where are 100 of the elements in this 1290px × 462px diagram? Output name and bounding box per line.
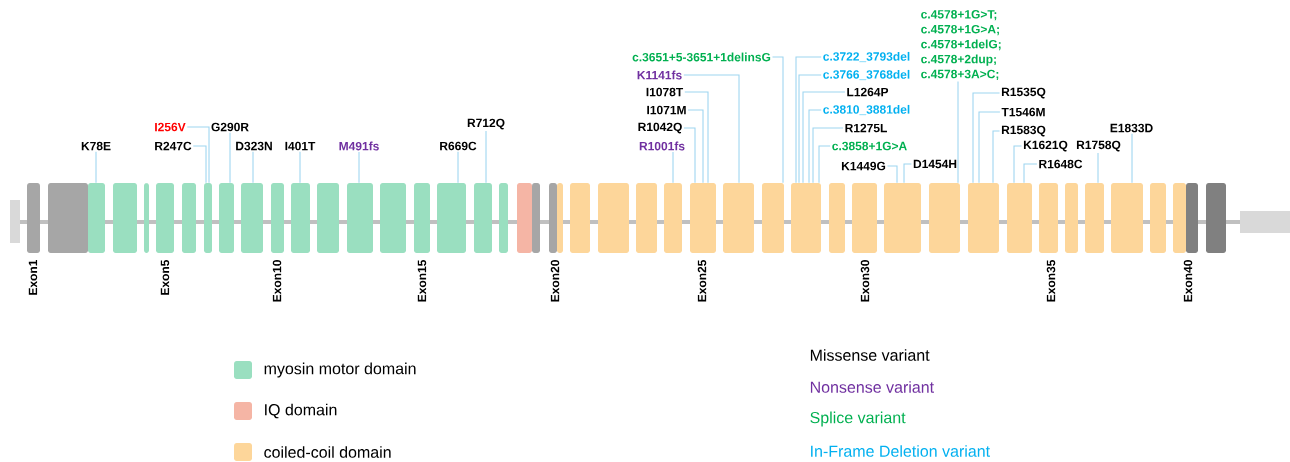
exon-label: Exon30	[860, 260, 870, 302]
exon-box	[347, 183, 373, 253]
exon-box	[1085, 183, 1104, 253]
exon-label: Exon10	[272, 260, 282, 302]
exon-box	[182, 183, 196, 253]
exon-box	[317, 183, 339, 253]
leader-line	[684, 91, 709, 184]
leader-line	[808, 109, 822, 184]
legend-label: myosin motor domain	[264, 362, 416, 378]
variant-label: c.3810_3881del	[823, 104, 910, 116]
leader-line	[978, 111, 1001, 184]
variant-label: K1621Q	[1023, 140, 1068, 152]
exon-box	[474, 183, 492, 253]
leader-line	[672, 151, 674, 184]
exon-label: Exon40	[1183, 260, 1193, 302]
leader-line	[812, 127, 844, 184]
exon-box	[690, 183, 716, 253]
exon-box	[204, 183, 212, 253]
exon-box	[517, 183, 540, 253]
leader-line	[1097, 152, 1099, 184]
exon-box	[1039, 183, 1058, 253]
variant-label: L1264P	[847, 87, 889, 97]
leader-line	[457, 151, 459, 184]
exon-box	[27, 183, 40, 253]
leader-line	[802, 91, 846, 184]
leader-line	[795, 56, 822, 184]
exon-box	[549, 183, 563, 253]
variant-label: c.3722_3793del	[823, 51, 910, 63]
variant-label: K78E	[81, 141, 111, 151]
leader-line	[1131, 133, 1133, 184]
leader-line	[186, 126, 210, 184]
variant-label: c.3651+5-3651+1delinsG	[632, 52, 771, 62]
exon-box	[1150, 183, 1166, 253]
variant-label: G290R	[211, 122, 249, 132]
variant-type-label: Nonsense variant	[810, 381, 934, 393]
variant-label: I401T	[285, 141, 316, 151]
variant-label: I256V	[155, 122, 186, 132]
variant-label: c.3858+1G>A	[832, 141, 907, 151]
exon-box	[1065, 183, 1078, 253]
leader-line	[485, 130, 487, 184]
exon-box	[929, 183, 960, 253]
variant-label: K1449G	[841, 161, 886, 171]
variant-label: K1141fs	[637, 70, 682, 80]
leader-line	[1023, 163, 1038, 184]
exon-box	[1007, 183, 1032, 253]
variant-label: I1078T	[646, 87, 684, 97]
variant-label: E1833D	[1110, 123, 1153, 133]
leader-line	[957, 81, 959, 184]
leader-line	[192, 145, 207, 184]
exon-box	[968, 183, 999, 253]
exon-box	[156, 183, 174, 253]
exon-box	[499, 183, 508, 253]
variant-type-label: In-Frame Deletion variant	[811, 445, 990, 457]
variant-label: R712Q	[467, 118, 505, 130]
exon-box	[636, 183, 657, 253]
leader-line	[1013, 145, 1023, 184]
variant-label: T1546M	[1001, 107, 1045, 117]
exon-box	[664, 183, 682, 253]
exon-box	[291, 183, 310, 253]
leader-line	[358, 151, 360, 184]
leader-line	[798, 74, 822, 184]
legend-label: IQ domain	[265, 403, 337, 419]
exon-box	[1111, 183, 1143, 253]
leader-line	[299, 151, 301, 184]
leader-line	[886, 165, 898, 184]
exon-box	[1173, 183, 1198, 253]
variant-label: R1535Q	[1001, 87, 1046, 99]
exon-box	[380, 183, 406, 253]
variant-label: R1042Q	[638, 122, 682, 134]
exon-box	[414, 183, 430, 253]
variant-label: R1583Q	[1001, 125, 1046, 137]
exon-box	[762, 183, 784, 253]
exon-box	[723, 183, 754, 253]
exon-box	[829, 183, 845, 253]
exon-label: Exon5	[160, 259, 170, 295]
variant-label: D323N	[236, 141, 272, 151]
leader-line	[818, 145, 831, 184]
leader-line	[683, 74, 740, 184]
exon-label: Exon35	[1046, 259, 1056, 302]
leader-line	[972, 92, 1001, 184]
variant-label: D1454H	[913, 159, 957, 169]
leader-line	[95, 151, 97, 184]
exon-box	[219, 183, 234, 253]
exon-label: Exon20	[550, 260, 560, 302]
exon-box	[1206, 183, 1226, 253]
exon-box	[570, 183, 590, 253]
exon-label: Exon25	[697, 259, 707, 302]
variant-label: R1758Q	[1076, 140, 1121, 152]
variant-label: I1071M	[647, 105, 686, 115]
leader-line	[683, 127, 696, 184]
exon-box	[598, 183, 629, 253]
variant-label: M491fs	[339, 141, 379, 151]
exon-box	[852, 183, 877, 253]
exon-box	[241, 183, 263, 253]
leader-line	[252, 151, 254, 184]
leader-line	[229, 132, 231, 184]
variant-label: c.4578+1G>T; c.4578+1G>A; c.4578+1delG; c.4578+2dup; c.4578+3A>C;	[921, 10, 1001, 80]
variant-label: R669C	[440, 141, 477, 151]
variant-label: R247C	[155, 141, 192, 151]
exon-label: Exon1	[28, 259, 38, 295]
